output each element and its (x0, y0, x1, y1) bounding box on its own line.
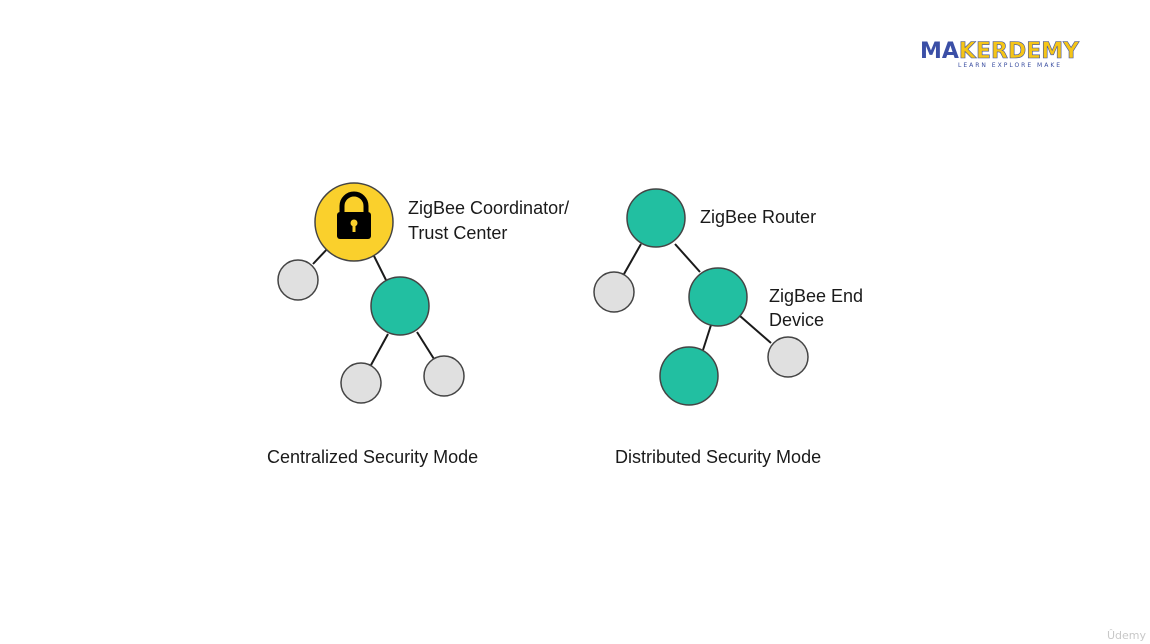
centralized-nodes (277, 182, 465, 404)
edge-coordinator-router (371, 251, 387, 281)
edge-router-enddevice-right (739, 315, 772, 344)
distributed-nodes (593, 188, 809, 406)
makerdemy-logo: MAKERDEMY LEARN EXPLORE MAKE (920, 39, 1090, 74)
router-node (688, 267, 748, 327)
edge-router-router-bottom (702, 324, 712, 351)
end-device-node (423, 355, 465, 397)
router-node (370, 276, 430, 336)
logo-tagline: LEARN EXPLORE MAKE (958, 62, 1063, 69)
end-device-node (277, 259, 319, 301)
edge-router-enddevice-right (416, 331, 435, 360)
logo-word-part1: MA (920, 39, 959, 64)
router-node (626, 188, 686, 248)
edge-router-router (674, 243, 701, 273)
end-device-label-line2: Device (769, 310, 825, 330)
lock-icon (337, 191, 371, 239)
udemy-watermark: Ûdemy (1106, 629, 1146, 642)
end-device-node (767, 336, 809, 378)
distributed-caption: Distributed Security Mode (615, 447, 822, 467)
coordinator-label-line1: ZigBee Coordinator/ (408, 198, 570, 218)
end-device-label-line1: ZigBee End (769, 286, 864, 306)
end-device-node (340, 362, 382, 404)
router-label: ZigBee Router (700, 207, 817, 227)
end-device-node (593, 271, 635, 313)
coordinator-label-line2: Trust Center (408, 223, 508, 243)
distributed-edges (623, 243, 772, 351)
logo-wordmark: MAKERDEMY (920, 39, 1080, 64)
edge-router-enddevice (623, 243, 642, 275)
centralized-caption: Centralized Security Mode (267, 447, 479, 467)
logo-word-part2: KERDEMY (958, 39, 1080, 64)
edge-router-enddevice-left (370, 333, 389, 366)
router-node (659, 346, 719, 406)
centralized-edges (312, 245, 435, 366)
